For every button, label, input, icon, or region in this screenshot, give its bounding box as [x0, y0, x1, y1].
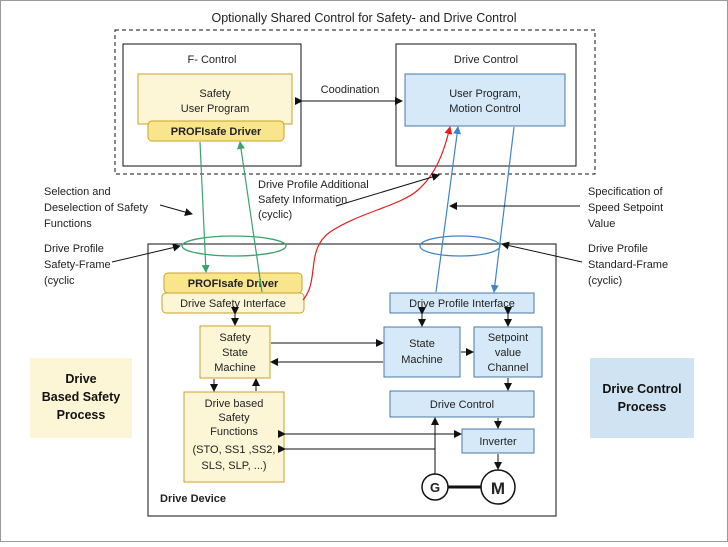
safety-frame-pointer — [111, 243, 181, 263]
motor-symbol — [480, 469, 516, 505]
drive-safety-interface-label: Drive Safety Interface — [180, 298, 286, 310]
green-arrow-up — [237, 141, 263, 293]
safety-frame-ellipse — [181, 235, 287, 257]
safety-user-program-box — [137, 73, 293, 125]
safety-frame-line2: Safety-Frame — [44, 259, 111, 271]
safety-process-line3: Process — [57, 408, 106, 422]
safety-state-line2: State — [222, 347, 248, 359]
user-program-line1: User Program, — [449, 88, 521, 100]
standard-frame-line1: Drive Profile — [588, 243, 648, 255]
profisafe-driver-device-label: PROFIsafe Driver — [188, 278, 279, 290]
drive-control-device-box — [389, 390, 535, 418]
safety-frame-line1: Drive Profile — [44, 243, 104, 255]
drive-process-line2: Process — [618, 400, 667, 414]
state-machine-line1: State — [409, 338, 435, 350]
functions-line1: Drive based — [205, 398, 264, 410]
profisafe-driver-top-label: PROFIsafe Driver — [171, 126, 262, 138]
safety-frame-line3: (cyclic — [44, 275, 75, 287]
green-arrow-down — [199, 141, 210, 273]
drive-process-panel — [590, 358, 694, 438]
setpoint-line1: Setpoint — [488, 332, 528, 344]
safety-process-panel — [30, 358, 132, 438]
standard-frame-line2: Standard-Frame — [588, 259, 668, 271]
drive-profile-interface-label: Drive Profile Interface — [409, 298, 515, 310]
standard-frame-pointer — [501, 241, 583, 263]
safety-state-line1: Safety — [219, 332, 251, 344]
safety-state-line3: Machine — [214, 362, 256, 374]
drive-control-device-label: Drive Control — [430, 399, 494, 411]
profisafe-driver-top — [147, 120, 285, 142]
additional-line2: Safety Information — [258, 194, 347, 206]
functions-line3: Functions — [210, 426, 258, 438]
selection-line3: Functions — [44, 218, 92, 230]
additional-info-pointer — [335, 173, 440, 207]
setpoint-spec-line1: Specification of — [588, 186, 664, 198]
drive-process-line1: Drive Control — [602, 382, 681, 396]
setpoint-spec-line3: Value — [588, 218, 615, 230]
state-machine-line2: Machine — [401, 354, 443, 366]
motor-label: M — [491, 479, 505, 498]
blue-arrow-up — [435, 126, 462, 293]
safety-user-program-line2: User Program — [181, 103, 249, 115]
drive-device-label: Drive Device — [160, 493, 226, 505]
user-program-motion-box — [404, 73, 566, 127]
functions-line2: Safety — [218, 412, 250, 424]
selection-pointer — [159, 204, 193, 216]
generator-label: G — [430, 480, 440, 495]
selection-line1: Selection and — [44, 186, 111, 198]
setpoint-spec-line2: Speed Setpoint — [588, 202, 663, 214]
setpoint-channel-box — [473, 326, 543, 378]
functions-line5: SLS, SLP, ...) — [201, 460, 266, 472]
drive-profile-interface-box — [389, 292, 535, 314]
user-program-line2: Motion Control — [449, 103, 521, 115]
safety-process-line1: Drive — [65, 372, 96, 386]
red-additional-info-arrow — [302, 126, 453, 301]
blue-arrow-down — [490, 126, 515, 293]
inverter-label: Inverter — [479, 436, 517, 448]
drive-control-top-title: Drive Control — [454, 54, 518, 66]
state-machine-box — [383, 326, 461, 378]
f-control-title: F- Control — [188, 54, 237, 66]
diagram-title: Optionally Shared Control for Safety- an… — [211, 11, 516, 25]
setpoint-line2: value — [495, 347, 521, 359]
safety-process-line2: Based Safety — [42, 390, 121, 404]
additional-line1: Drive Profile Additional — [258, 179, 369, 191]
safety-state-machine-box — [199, 325, 271, 379]
setpoint-line3: Channel — [488, 362, 529, 374]
coordination-label: Coodination — [321, 84, 380, 96]
standard-frame-line3: (cyclic) — [588, 275, 622, 287]
additional-line3: (cyclic) — [258, 209, 292, 221]
safety-user-program-line1: Safety — [199, 88, 231, 100]
shared-control-region — [114, 29, 596, 175]
functions-line4: (STO, SS1 ,SS2, — [193, 444, 276, 456]
selection-line2: Deselection of Safety — [44, 202, 148, 214]
inverter-box — [461, 428, 535, 454]
